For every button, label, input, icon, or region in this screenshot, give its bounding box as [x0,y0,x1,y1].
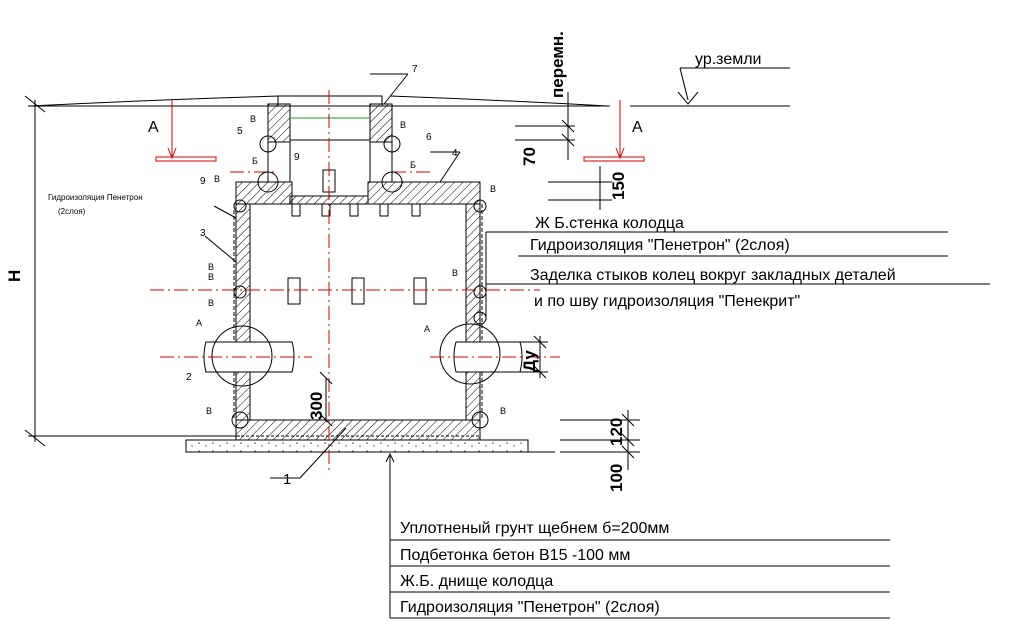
dim-120-text: 120 [607,418,626,446]
ground-level-label: ур.земли [695,51,762,68]
marker-v-8: В [452,268,458,278]
height-label: Н [5,270,24,282]
callout-joints-line2: и по шву гидроизоляция "Пенекрит" [534,293,800,310]
callout-waterproof-right: Гидроизоляция "Пенетрон" (2слоя) [530,237,790,254]
marker-3: 3 [200,228,206,239]
waterproof-left-line1: Гидроизоляция Пенетрон [48,193,143,202]
dim-300-text: 300 [307,392,326,420]
dim-du-text: Ду [520,350,539,372]
node-circles [231,135,489,429]
section-cut-a [155,100,645,162]
marker-b-2: Б [410,160,416,170]
marker-7: 7 [412,64,418,75]
callout-soil: Уплотненый грунт щебнем б=200мм [400,520,669,537]
callout-bottom-slab: Ж.Б. днище колодца [400,573,553,590]
callout-waterproof-bottom: Гидроизоляция "Пенетрон" (2слоя) [400,599,660,616]
ground-surface [28,67,790,107]
dim-100-text: 100 [607,464,626,492]
marker-1: 1 [283,471,291,488]
variable-height-label: перемн. [548,31,567,98]
dim-variable [515,92,575,160]
marker-6: 6 [426,132,432,143]
marker-2: 2 [186,372,192,383]
callout-joints-line1: Заделка стыков колец вокруг закладных де… [530,267,896,284]
marker-a-1: А [196,318,202,328]
dim-du [520,335,548,379]
marker-v-7: В [208,298,214,308]
dim-150-text: 150 [609,172,628,200]
manhole-neck [267,95,393,182]
marker-v-6: В [208,272,214,282]
marker-4: 4 [452,148,458,159]
marker-v-1: В [250,114,256,124]
marker-v-5: В [208,262,214,272]
leader-lines [204,73,990,619]
marker-v-3: В [214,174,220,184]
dim-120-100 [560,410,640,470]
waterproof-left-line2: (2слоя) [58,207,86,216]
callout-wall: Ж Б.стенка колодца [535,215,684,232]
well-walls [233,203,483,421]
marker-5: 5 [237,126,243,137]
marker-a-2: А [424,324,430,334]
dim-150 [548,166,612,210]
marker-9-left: 9 [200,176,206,187]
embedded-details [287,277,427,305]
axis-lines [150,90,560,470]
section-a-left: А [148,119,159,136]
dim-70-text: 70 [520,147,539,166]
dim-300 [319,371,333,427]
height-dimension [24,95,240,447]
marker-9-top: 9 [294,152,300,163]
callout-concrete-base: Подбетонка бетон В15 -100 мм [400,547,630,564]
bottom-slab [185,419,555,453]
marker-v-4: В [490,184,496,194]
marker-b-1: Б [252,156,258,166]
marker-v-9: В [206,406,212,416]
marker-v-10: В [500,406,506,416]
marker-v-2: В [400,120,406,130]
section-a-right: А [632,119,643,136]
